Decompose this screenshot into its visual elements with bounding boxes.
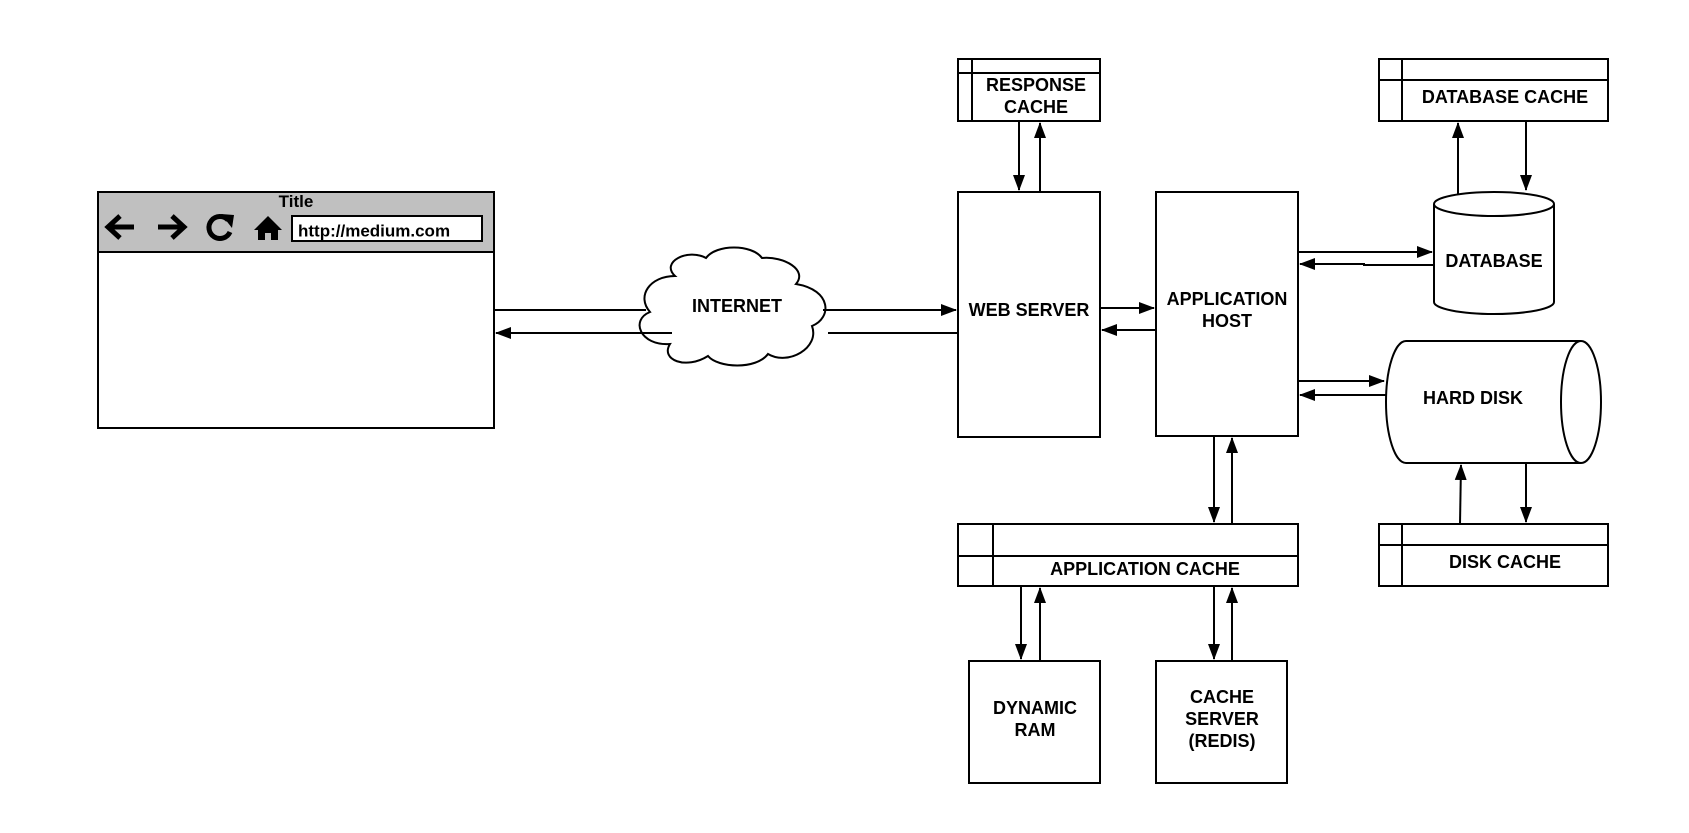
application-cache-label: APPLICATION CACHE (1050, 559, 1240, 579)
application-host-label-line1: APPLICATION (1167, 289, 1288, 309)
hard-disk-cylinder: HARD DISK (1385, 340, 1602, 464)
home-icon[interactable] (254, 216, 282, 240)
response-cache: RESPONSE CACHE (957, 58, 1101, 122)
database-cache: DATABASE CACHE (1378, 58, 1609, 122)
connectors (494, 121, 1532, 661)
cache-server-label-line1: CACHE (1190, 687, 1254, 707)
arrow-disk-cache-to-hard-disk (1454, 464, 1467, 525)
internet-label: INTERNET (692, 296, 782, 316)
application-cache: APPLICATION CACHE (957, 523, 1299, 587)
url-input[interactable] (291, 215, 483, 242)
web-server: WEB SERVER (957, 191, 1101, 438)
reload-icon[interactable] (206, 214, 234, 241)
web-server-label: WEB SERVER (969, 300, 1090, 320)
application-host: APPLICATION HOST (1155, 191, 1299, 437)
hard-disk-label: HARD DISK (1423, 388, 1523, 408)
response-cache-label-line1: RESPONSE (986, 75, 1086, 95)
cache-server-label-line2: SERVER (1185, 709, 1259, 729)
url-text: http://medium.com (298, 221, 450, 240)
back-arrow-icon[interactable] (104, 214, 134, 240)
arrow-database-to-app-host (1299, 258, 1434, 270)
disk-cache: DISK CACHE (1378, 523, 1609, 587)
dynamic-ram-label-line2: RAM (1015, 720, 1056, 740)
internet-cloud: INTERNET (638, 246, 827, 367)
database-cylinder: DATABASE (1433, 191, 1555, 315)
application-host-label-line2: HOST (1202, 311, 1252, 331)
cache-server-label-line3: (REDIS) (1189, 731, 1256, 751)
database-cache-label: DATABASE CACHE (1422, 87, 1588, 107)
browser-window: Title http://medium.com (97, 191, 495, 429)
dynamic-ram-label-line1: DYNAMIC (993, 698, 1077, 718)
cache-server: CACHE SERVER (REDIS) (1155, 660, 1288, 784)
database-label: DATABASE (1445, 251, 1542, 271)
response-cache-label-line2: CACHE (1004, 97, 1068, 117)
dynamic-ram: DYNAMIC RAM (968, 660, 1101, 784)
disk-cache-label: DISK CACHE (1449, 552, 1561, 572)
browser-title: Title (279, 192, 314, 211)
forward-arrow-icon[interactable] (158, 214, 188, 240)
